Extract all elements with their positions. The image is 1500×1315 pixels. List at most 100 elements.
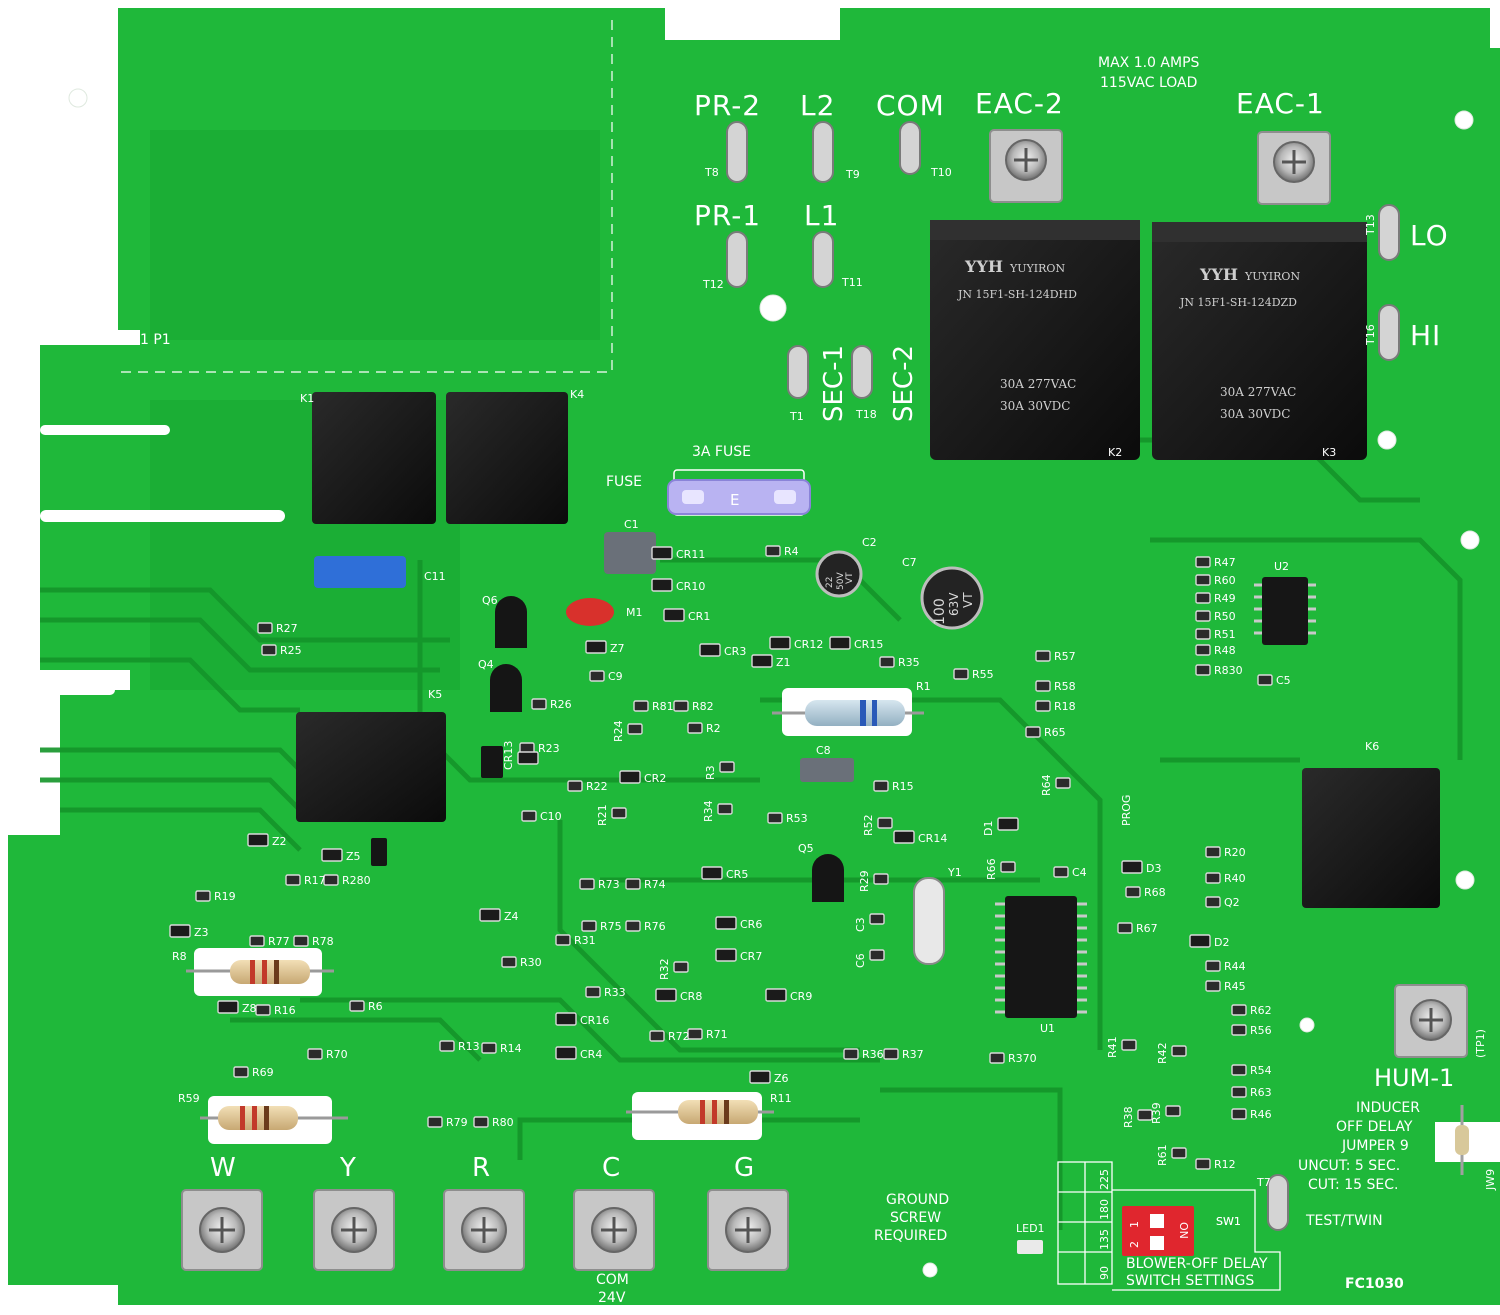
thermostat-terminal-labels: W Y R C G	[210, 1153, 754, 1183]
smd-part-r4	[765, 545, 781, 557]
component-ref-r58: R58	[1054, 680, 1076, 693]
smd-part-d2	[1189, 934, 1211, 948]
resistor-r1	[772, 688, 924, 736]
smd-part-r47	[1195, 556, 1211, 568]
smd-part-r12	[1195, 1158, 1211, 1170]
component-ref-r29: R29	[858, 870, 871, 892]
relay-k4	[446, 392, 568, 524]
component-ref-r54: R54	[1250, 1064, 1272, 1077]
component-ref-d3: D3	[1146, 862, 1161, 875]
fuse-mark: E	[730, 491, 739, 509]
smd-part-z7	[585, 640, 607, 654]
component-ref-c9: C9	[608, 670, 623, 683]
component-ref-cr6: CR6	[740, 918, 762, 931]
smd-part-r31	[555, 934, 571, 946]
smd-part-cr1	[663, 608, 685, 622]
smd-part-r2	[687, 722, 703, 734]
smd-part-r78	[293, 935, 309, 947]
smd-part-cr16	[555, 1012, 577, 1026]
resistor-r11	[626, 1092, 774, 1140]
delay-row: 180	[1098, 1199, 1111, 1220]
label-hi: HI	[1410, 319, 1441, 352]
delay-caption-line-1: BLOWER-OFF DELAY	[1126, 1256, 1268, 1272]
jumper-jw9	[1435, 1105, 1500, 1175]
capacitor-c2	[815, 550, 863, 598]
ic-u1	[995, 896, 1087, 1018]
inducer-line-1: INDUCER	[1356, 1100, 1420, 1116]
smd-part-z5	[321, 848, 343, 862]
smd-part-r72	[649, 1030, 665, 1042]
smd-part-r67	[1117, 922, 1133, 934]
component-ref-r69: R69	[252, 1066, 274, 1079]
smd-part-r46	[1231, 1108, 1247, 1120]
smd-part-cr2	[619, 770, 641, 784]
inducer-line-2: OFF DELAY	[1336, 1119, 1413, 1135]
smd-components	[169, 545, 1273, 1170]
smd-part-r14	[481, 1042, 497, 1054]
smd-part-r54	[1231, 1064, 1247, 1076]
component-ref-cr1: CR1	[688, 610, 710, 623]
fuse-heading: 3A FUSE	[692, 444, 751, 460]
smd-part-r21	[611, 807, 627, 819]
fuse-side-label: FUSE	[606, 474, 642, 490]
label-l2: L2	[800, 89, 835, 122]
component-ref-q6: Q6	[482, 594, 498, 607]
inducer-line-4: UNCUT: 5 SEC.	[1298, 1158, 1400, 1174]
component-ref-r20: R20	[1224, 846, 1246, 859]
smd-part-r49	[1195, 592, 1211, 604]
component-ref-r2: R2	[706, 722, 721, 735]
relay-rating-1: 30A 277VAC	[1000, 377, 1076, 391]
component-ref-r33: R33	[604, 986, 626, 999]
cap-c7-value: 100	[932, 598, 948, 625]
label-l1: L1	[804, 199, 839, 232]
component-ref-d2: D2	[1214, 936, 1229, 949]
component-ref-c11: C11	[424, 570, 446, 583]
smd-part-r52	[877, 817, 893, 829]
smd-part-r16	[255, 1004, 271, 1016]
smd-part-r70	[307, 1048, 323, 1060]
label-com: COM	[876, 89, 945, 122]
smd-part-d1	[997, 817, 1019, 831]
label-eac1: EAC-1	[1236, 87, 1325, 120]
component-ref-r36: R36	[862, 1048, 884, 1061]
pin-ref-labels: T8 T9 T10 T12 T11 T1 T18 T16 T7 T13	[702, 166, 1377, 1189]
component-ref-r59: R59	[178, 1092, 200, 1105]
smd-part-r24	[627, 723, 643, 735]
keepout-outline	[120, 20, 613, 373]
smd-part-cr8	[655, 988, 677, 1002]
component-ref-r74: R74	[644, 878, 666, 891]
capacitor-c11	[314, 556, 406, 588]
component-ref-q2: Q2	[1224, 896, 1240, 909]
smd-part-cr5	[701, 866, 723, 880]
delay-row: 135	[1098, 1229, 1111, 1250]
component-ref-r80: R80	[492, 1116, 514, 1129]
component-ref-z5: Z5	[346, 850, 361, 863]
component-ref-cr16: CR16	[580, 1014, 609, 1027]
label-pr2: PR-2	[694, 89, 761, 122]
smd-part-r20	[1205, 846, 1221, 858]
relay-ref: K5	[428, 688, 442, 701]
component-ref-cr4: CR4	[580, 1048, 602, 1061]
component-ref-r18: R18	[1054, 700, 1076, 713]
transistors	[371, 596, 844, 902]
smd-part-r39	[1165, 1105, 1181, 1117]
component-ref-y1: Y1	[947, 866, 962, 879]
com-note-line-2: 24V	[598, 1290, 626, 1306]
label-hum1: HUM-1	[1374, 1064, 1454, 1092]
delay-table-labels: 225 180 135 90 BLOWER-OFF DELAY SWITCH S…	[1098, 1169, 1268, 1289]
smd-part-r26	[531, 698, 547, 710]
component-ref-r44: R44	[1224, 960, 1246, 973]
label-c: C	[602, 1153, 620, 1183]
label-r: R	[472, 1153, 490, 1183]
component-ref-q4: Q4	[478, 658, 494, 671]
relay-brand: YYH	[1199, 265, 1238, 284]
relay-maker: YUYIRON	[1244, 270, 1300, 283]
smd-part-r61	[1171, 1147, 1187, 1159]
component-ref-r6: R6	[368, 1000, 383, 1013]
relay-ref: K4	[570, 388, 584, 401]
smd-part-r25	[261, 644, 277, 656]
component-ref-z4: Z4	[504, 910, 519, 923]
pin-ref: T10	[930, 166, 952, 179]
component-ref-r25: R25	[280, 644, 302, 657]
